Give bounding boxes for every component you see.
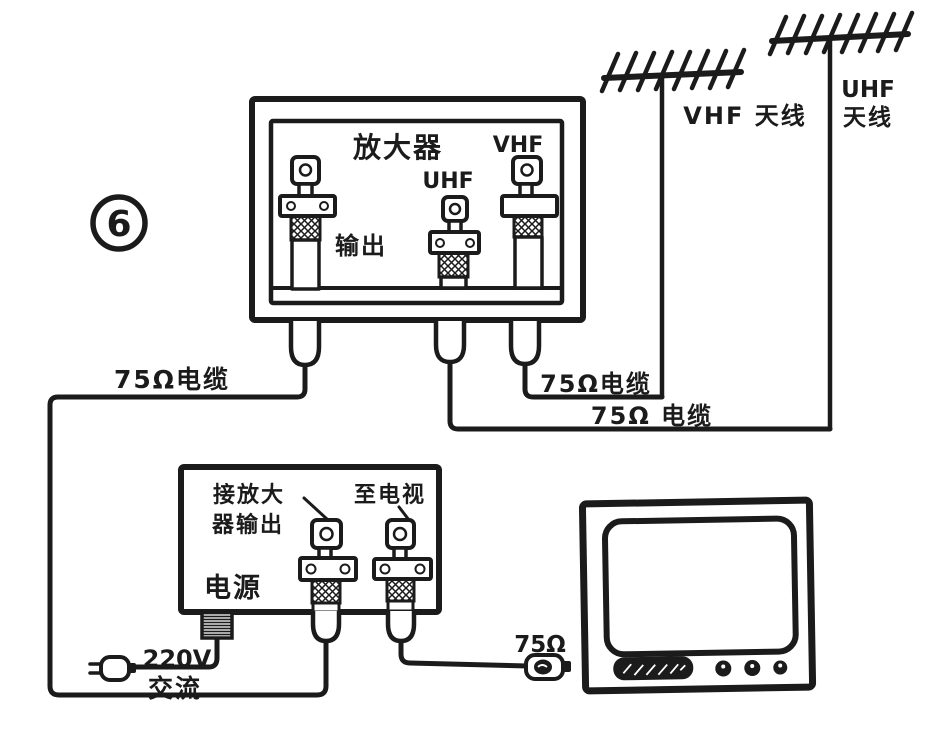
amp-input-pointer-line [302,496,330,522]
tv-set [578,496,817,695]
amplifier-box: 放大器 VHF UHF 输出 [249,96,586,368]
cables [47,358,833,698]
output-plug-stub [288,321,322,368]
uhf-cable-label: 75Ω 电缆 [591,402,713,430]
ac-plug-neck [127,663,136,673]
tv-output-connector [372,518,433,613]
figure-number-badge: 6 [90,194,148,252]
vhf-plug-stub [508,321,542,367]
vhf-antenna-elements [599,47,747,94]
cable-output-to-power-supply [47,360,329,698]
vhf-port-connector [500,155,559,290]
amp-input-label-line2: 器输出 [211,512,284,538]
cable-to-tv [398,636,531,669]
amplifier-vhf-port-label: VHF [493,133,543,158]
output-port-connector [278,155,337,291]
vhf-antenna: VHF 天线 [599,47,806,400]
figure-number: 6 [106,204,131,245]
mains-type-label: 交流 [148,674,202,703]
tv-screen [601,515,799,658]
amplifier-uhf-port-label: UHF [422,169,473,194]
uhf-plug-stub [433,321,467,365]
figure-number-circle [90,194,148,252]
uhf-port-connector [428,195,481,290]
uhf-antenna-label-line1: UHF [841,77,895,103]
mains-cord [130,634,220,670]
ac-plug-icon [88,655,136,682]
tv-coax-plug-icon [524,653,571,681]
output-cable-label: 75Ω电缆 [114,365,230,394]
mains-voltage-label: 220V [143,645,212,673]
mains-connector [200,610,234,640]
tv-output-label: 至电视 [354,482,426,508]
screw-head-icon [448,202,462,216]
uhf-antenna: UHF 天线 [767,10,915,432]
screw-head-icon [520,163,534,177]
power-supply-title: 电源 [204,573,262,604]
cable-uhf [447,358,833,432]
screw-head-icon [319,526,334,542]
coax-plug-tip [561,661,571,672]
screw-head-icon [298,163,313,177]
amp-input-connector [298,518,358,614]
amplifier-output-port-label: 输出 [335,232,387,260]
cable-vhf [522,360,665,400]
tv-output-plug-stub [385,611,417,644]
vhf-cable-label: 75Ω电缆 [540,370,652,398]
uhf-antenna-label-line2: 天线 [843,104,893,131]
vhf-antenna-label: VHF 天线 [683,102,806,130]
screw-head-icon [392,526,408,542]
amp-input-plug-stub [310,611,342,644]
amp-input-label-line1: 接放大 [213,482,285,508]
ac-plug-body [99,655,131,682]
uhf-antenna-elements [767,10,915,57]
power-supply-box: 接放大 器输出 至电视 电源 [178,464,442,644]
amplifier-title: 放大器 [352,131,443,164]
tv-output-pointer-line [397,505,411,522]
amplifier-inner-panel [268,118,565,306]
